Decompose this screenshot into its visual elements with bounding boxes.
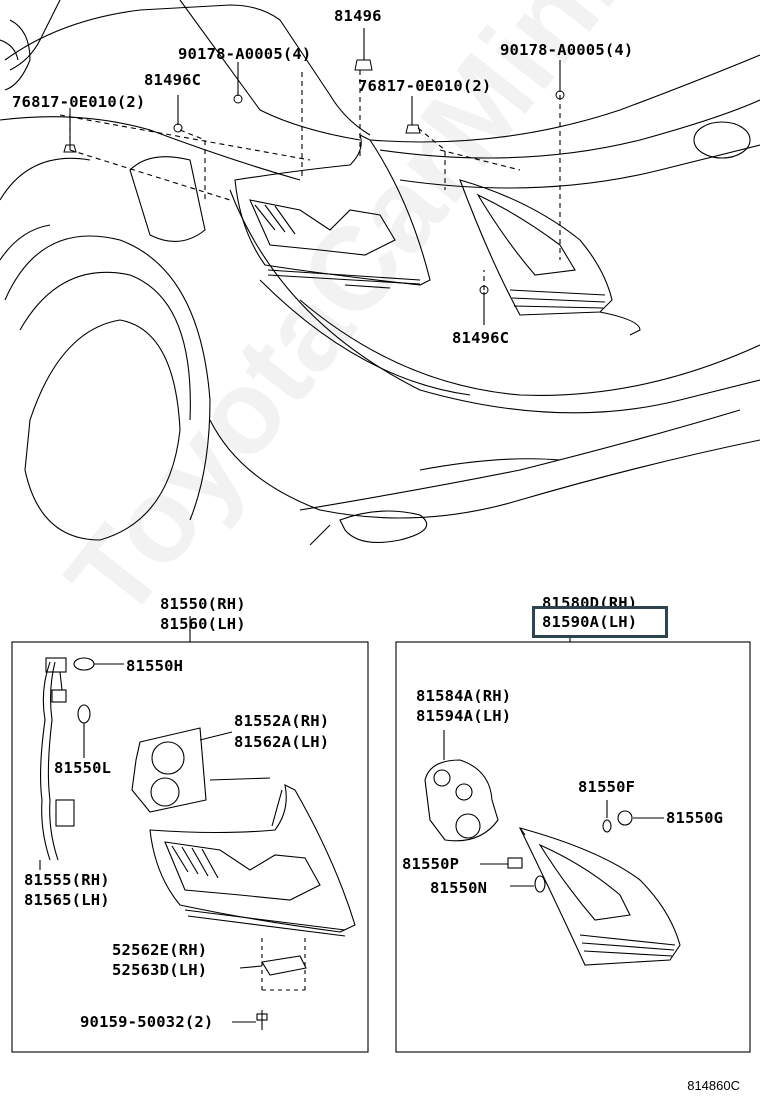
label-81562a: 81562A(LH): [234, 733, 330, 751]
bulb-81550l: [77, 704, 91, 758]
body-tail-lamp-outer: [234, 133, 431, 289]
label-90178-right: 90178-A0005(4): [500, 41, 634, 59]
right-assembly-box: [395, 641, 751, 1053]
gasket-81552a: [131, 727, 233, 813]
label-52563d: 52563D(LH): [112, 961, 208, 979]
label-90159: 90159-50032(2): [80, 1013, 214, 1031]
gasket-81584a: [424, 730, 499, 842]
bracket-52562e: [239, 955, 307, 976]
socket-81550g: [617, 810, 664, 826]
bulb-81550h: [73, 657, 124, 671]
label-81560-lh: 81560(LH): [160, 615, 246, 633]
diagram-code: 814860C: [687, 1078, 740, 1093]
wiring-harness: [40, 657, 75, 861]
label-81552a: 81552A(RH): [234, 712, 330, 730]
label-81555: 81555(RH): [24, 871, 110, 889]
lamp-assembly-right: [518, 827, 681, 966]
top-leaders: [69, 28, 561, 325]
label-52562e: 52562E(RH): [112, 941, 208, 959]
socket-81550p: [480, 857, 523, 869]
label-81590a-lh: 81590A(LH): [542, 613, 638, 631]
label-81584a: 81584A(RH): [416, 687, 512, 705]
label-81565: 81565(LH): [24, 891, 110, 909]
top-fasteners: [63, 59, 565, 295]
label-81550l: 81550L: [54, 759, 112, 777]
body-tail-lamp-inner: [459, 179, 641, 336]
label-81550n: 81550N: [430, 879, 488, 897]
label-81550f: 81550F: [578, 778, 636, 796]
lamp-assembly-left: [149, 777, 356, 937]
bulb-81550f: [602, 800, 612, 833]
label-76817-left: 76817-0E010(2): [12, 93, 146, 111]
label-81496c-bottom: 81496C: [452, 329, 510, 347]
left-assembly-box: [11, 641, 369, 1053]
label-76817-right: 76817-0E010(2): [358, 77, 492, 95]
bulb-81550n: [510, 875, 546, 893]
screw-90159: [232, 1010, 268, 1030]
label-81496c-top: 81496C: [144, 71, 202, 89]
label-90178-left: 90178-A0005(4): [178, 45, 312, 63]
label-81550-rh: 81550(RH): [160, 595, 246, 613]
car-body-outline: [0, 0, 760, 546]
label-81550p: 81550P: [402, 855, 460, 873]
label-81594a: 81594A(LH): [416, 707, 512, 725]
label-81550h: 81550H: [126, 657, 184, 675]
label-81496: 81496: [334, 7, 382, 25]
label-81550g: 81550G: [666, 809, 724, 827]
top-leader-lines: [59, 70, 561, 290]
highlight-box: [532, 606, 668, 638]
left-dashed-guides: [261, 938, 306, 991]
